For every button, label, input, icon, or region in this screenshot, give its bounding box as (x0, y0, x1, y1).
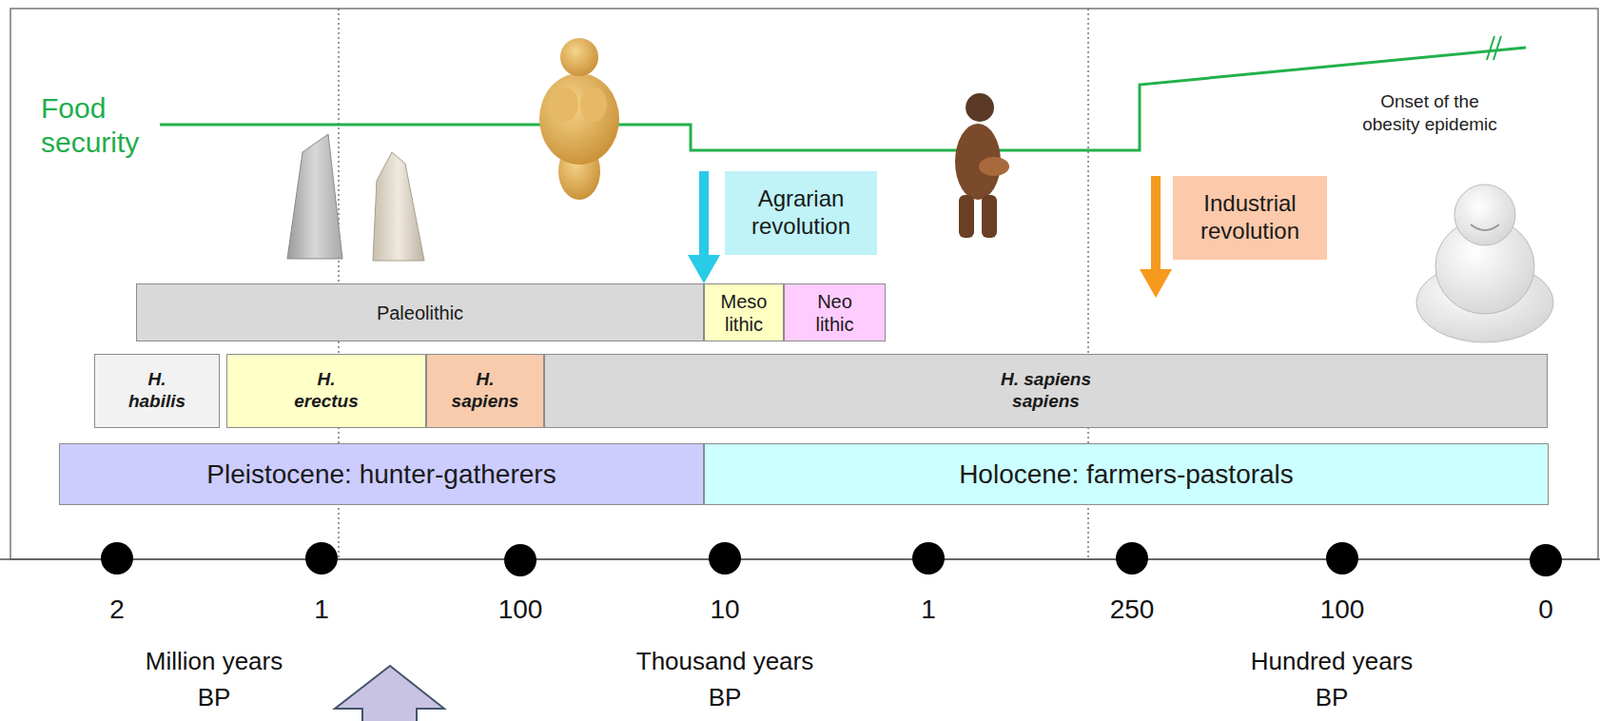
annotation: Onset of the obesity epidemic (1353, 90, 1506, 137)
frame (10, 8, 1599, 560)
line-legend-label: Food security (40, 91, 165, 160)
event-box: Industrial revolution (1172, 175, 1327, 260)
epoch-bar: Holocene: farmers-pastorals (703, 443, 1549, 506)
node-label: H. sapiens (447, 369, 524, 413)
buddha-statue (1416, 184, 1554, 343)
time-axis (0, 558, 1600, 561)
venus-figurine (539, 38, 620, 200)
node-label: Meso lithic (710, 290, 778, 336)
crouching-figure (955, 93, 1010, 238)
break-mark (1493, 36, 1502, 60)
species-bar: H. habilis (94, 353, 220, 429)
node-label: H. sapiens sapiens (970, 369, 1123, 413)
node-label: Holocene: farmers-pastorals (958, 458, 1294, 491)
axis-tick: 2 (109, 593, 125, 626)
node-label: Pleistocene: hunter-gatherers (206, 458, 556, 491)
axis-tick: 0 (1538, 593, 1554, 626)
axis-tick: 100 (498, 593, 544, 626)
period-bar: Meso lithic (703, 283, 784, 342)
axis-unit: Hundred years BP (1239, 643, 1425, 716)
species-bar: H. sapiens (426, 353, 545, 429)
node-label: Neo lithic (801, 290, 869, 336)
node-label: Agrarian revolution (729, 185, 873, 241)
epoch-bar: Pleistocene: hunter-gatherers (58, 443, 704, 506)
axis-tick: 250 (1110, 593, 1155, 626)
agrarian-arrow (687, 171, 721, 284)
period-bar: Paleolithic (136, 283, 704, 342)
industrial-arrow (1139, 175, 1172, 298)
period-bar: Neo lithic (783, 283, 886, 342)
node-label: Paleolithic (376, 301, 464, 325)
break-mark (1486, 36, 1495, 60)
axis-dots (100, 542, 1562, 577)
pointer-arrow (334, 665, 445, 721)
axis-tick: 1 (920, 593, 937, 626)
node-label: Industrial revolution (1178, 190, 1322, 246)
node-label: H. habilis (121, 369, 193, 413)
axis-unit: Thousand years BP (627, 643, 823, 716)
axis-tick: 1 (313, 593, 330, 626)
species-bar: H. sapiens sapiens (544, 353, 1548, 429)
stone-tools (287, 134, 425, 261)
axis-tick: 100 (1320, 593, 1366, 626)
node-label: H. erectus (291, 369, 362, 413)
axis-unit: Million years BP (131, 643, 298, 716)
food-security-line (159, 47, 1526, 151)
species-bar: H. erectus (226, 353, 427, 429)
event-box: Agrarian revolution (724, 171, 878, 255)
axis-tick: 10 (709, 593, 740, 626)
